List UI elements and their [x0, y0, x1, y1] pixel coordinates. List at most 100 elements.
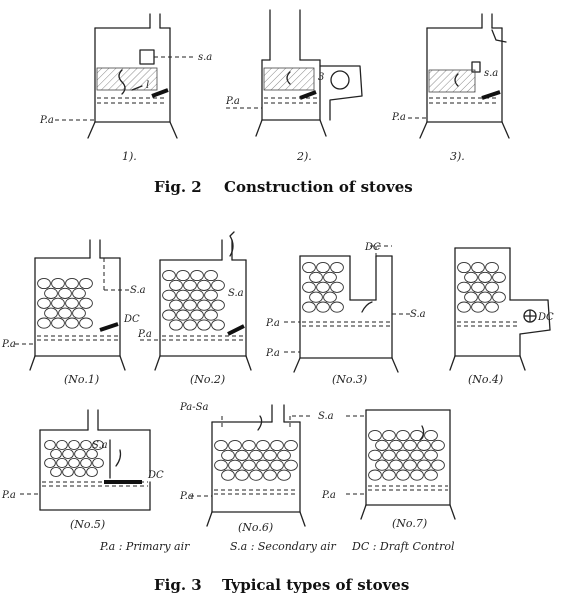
coal-lump: [242, 459, 256, 471]
coal-lump: [403, 439, 417, 451]
fig2-label-sa: s.a: [198, 52, 212, 63]
fig3-label-pa-2: P.a: [137, 329, 152, 340]
coal-lump: [316, 281, 330, 293]
coal-lump: [162, 289, 176, 301]
coal-lump: [410, 449, 424, 461]
fig3-label-sa-2: S.a: [228, 288, 244, 299]
fig3-number-1: (No.1): [64, 373, 99, 386]
coal-lump: [58, 287, 72, 299]
fig3-label-pa-3a: P.a: [265, 318, 280, 329]
coal-lump: [249, 449, 263, 461]
coal-lump: [302, 301, 316, 313]
fig3-number-4: (No.4): [468, 373, 503, 386]
coal-lump: [478, 291, 492, 303]
coal-lump: [56, 457, 68, 469]
fig3-label-sa-5: S.a: [92, 440, 108, 451]
coal-lump: [68, 439, 80, 451]
coal-lump: [50, 448, 62, 460]
coal-lump: [92, 457, 104, 469]
coal-lump: [403, 459, 417, 471]
coal-lump: [492, 291, 506, 303]
coal-lump: [68, 457, 80, 469]
fig3-label-dc-1: DC: [123, 314, 140, 325]
fig2-stove-1: [55, 13, 196, 139]
coal-lump: [389, 459, 403, 471]
coal-lump: [256, 459, 270, 471]
coal-lump: [80, 439, 92, 451]
fig3-label-pa-sa: Pa-Sa: [179, 402, 208, 413]
coal-lump: [375, 439, 389, 451]
coal-lump: [74, 466, 86, 478]
fig3-label-pa-1: P.a: [1, 339, 16, 350]
coal-lump: [214, 439, 228, 452]
coal-lump: [197, 279, 211, 291]
fig3-stove-4: [449, 247, 551, 371]
coal-lump: [277, 449, 291, 461]
fig2-number-2: 2).: [296, 150, 312, 163]
fig3-stove-1: [15, 239, 130, 371]
fig3-number-6: (No.6): [238, 521, 273, 534]
coal-lump: [302, 261, 316, 274]
coal-lump: [284, 459, 298, 471]
coal-lump: [368, 449, 382, 461]
coal-lump: [211, 279, 225, 291]
coal-lump: [56, 439, 68, 451]
coal-lump: [162, 269, 176, 282]
coal-lump: [211, 319, 225, 331]
fig3-label-pa-3b: P.a: [265, 348, 280, 359]
coal-lump: [270, 459, 284, 471]
coal-lump: [330, 261, 344, 274]
fig3-label-dc-3: DC: [364, 242, 381, 253]
coal-lump: [211, 299, 225, 311]
coal-lump: [72, 287, 86, 299]
coal-lump: [221, 449, 235, 461]
coal-lump: [221, 469, 235, 481]
coal-lump: [424, 469, 438, 481]
fig2-label-sa-3: s.a: [484, 68, 498, 79]
fig3-label-pa-5: P.a: [1, 490, 16, 501]
coal-lump: [183, 319, 197, 331]
coal-lump: [86, 448, 98, 460]
fig2-label-pa-2: P.a: [225, 96, 240, 107]
coal-lump: [382, 429, 396, 442]
coal-lump: [65, 317, 79, 329]
coal-lump: [323, 291, 337, 303]
coal-lump: [417, 459, 431, 471]
coal-lump: [471, 301, 485, 313]
legend-draft-control: DC : Draft Control: [351, 540, 455, 553]
coal-lump: [457, 281, 471, 293]
coal-lump: [190, 309, 204, 321]
coal-lump: [396, 469, 410, 481]
fig3-number-5: (No.5): [70, 518, 105, 531]
coal-lump: [464, 291, 478, 303]
coal-lump: [457, 301, 471, 313]
fig2-label-3: 3: [318, 72, 324, 83]
coal-lump: [204, 309, 218, 321]
coal-lump: [37, 277, 51, 290]
coal-lump: [214, 459, 228, 471]
fig3-number-2: (No.2): [190, 373, 225, 386]
coal-lump: [263, 469, 277, 481]
coal-lump: [79, 297, 93, 309]
coal-lump: [270, 439, 284, 452]
coal-lump: [431, 439, 445, 451]
coal-lump: [183, 299, 197, 311]
coal-lump: [37, 297, 51, 309]
coal-lump: [197, 299, 211, 311]
coal-lump: [368, 469, 382, 481]
coal-lump: [471, 261, 485, 274]
coal-lump: [228, 439, 242, 452]
coal-lump: [382, 449, 396, 461]
coal-lump: [485, 281, 499, 293]
coal-lump: [316, 301, 330, 313]
fig3-label-pa-6: P.a: [179, 491, 194, 502]
fig3-label-pa-7: P.a: [321, 490, 336, 501]
coal-lump: [169, 319, 183, 331]
fig2-number-1: 1).: [122, 150, 137, 163]
coal-lump: [235, 469, 249, 481]
coal-lump: [492, 271, 506, 283]
coal-lump: [256, 439, 270, 452]
coal-lump: [309, 291, 323, 303]
coal-lump: [190, 269, 204, 282]
